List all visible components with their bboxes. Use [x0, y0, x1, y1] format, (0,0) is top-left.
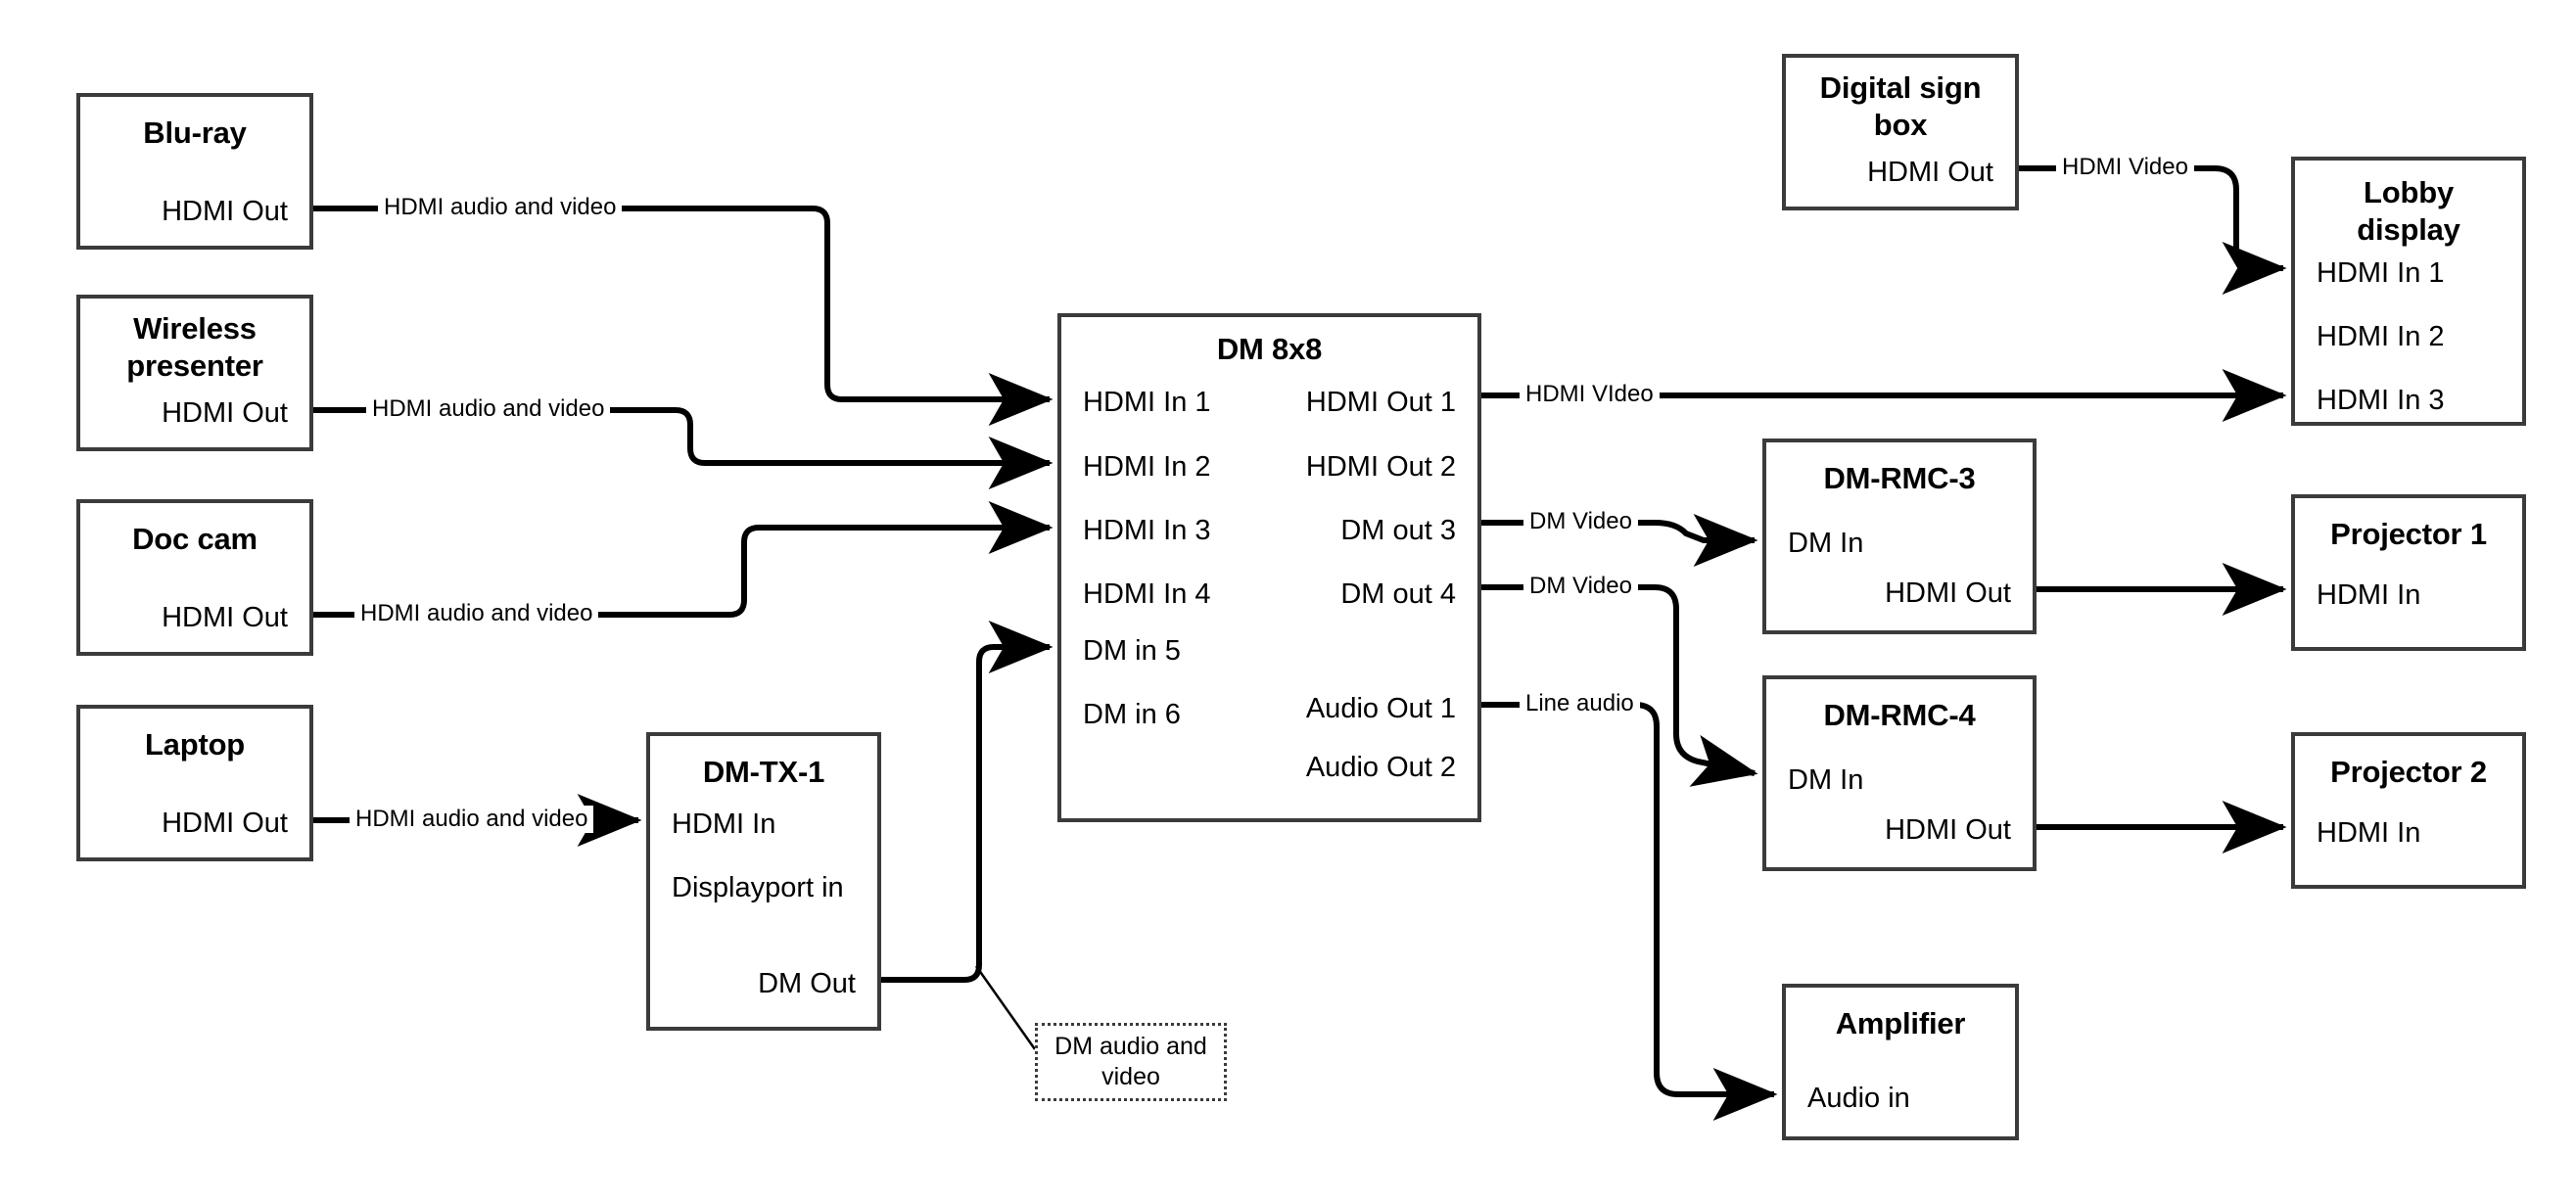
- node-lobby-display-port-hdmi-in-1[interactable]: HDMI In 1: [2317, 257, 2445, 289]
- node-digital-sign-box-title-line2: box: [1873, 108, 1928, 142]
- node-dm-8x8-output-dm-out-4[interactable]: DM out 4: [1340, 578, 1456, 610]
- edge-dm8x8-audioout1-to-amplifier: [1481, 702, 1778, 1121]
- node-dm-8x8-output-hdmi-out-2[interactable]: HDMI Out 2: [1305, 451, 1456, 483]
- node-wireless-presenter-title-line2: presenter: [126, 348, 263, 383]
- edge-dm8x8-dmout4-to-dmrmc4: [1481, 584, 1758, 787]
- node-amplifier-title: Amplifier: [1835, 1006, 1966, 1040]
- edge-doccam-to-dm8x8: [313, 501, 1054, 618]
- callout-line2: video: [1101, 1063, 1160, 1090]
- node-wireless-presenter-title-line1: Wireless: [133, 311, 257, 346]
- callout-dm-audio-and-video: DM audio and video: [1035, 1023, 1227, 1101]
- node-amplifier-port-audio-in[interactable]: Audio in: [1807, 1083, 1910, 1114]
- node-lobby-display-title-line1: Lobby: [2364, 175, 2454, 209]
- node-dm-8x8-title: DM 8x8: [1216, 332, 1323, 366]
- edge-label-dm-video-out4: DM Video: [1523, 573, 1638, 600]
- edge-label-laptop-hdmi-audio-and-video: HDMI audio and video: [350, 806, 594, 833]
- callout-leader-line: [974, 965, 1037, 1050]
- node-laptop[interactable]: Laptop HDMI Out: [76, 705, 313, 861]
- node-bluray-port-hdmi-out[interactable]: HDMI Out: [162, 196, 288, 227]
- node-dm-tx-1-port-displayport-in[interactable]: Displayport in: [672, 872, 844, 903]
- node-lobby-display[interactable]: Lobby display HDMI In 1 HDMI In 2 HDMI I…: [2291, 157, 2526, 426]
- node-projector-1[interactable]: Projector 1 HDMI In: [2291, 494, 2526, 651]
- callout-line1: DM audio and: [1054, 1033, 1207, 1060]
- node-lobby-display-port-hdmi-in-2[interactable]: HDMI In 2: [2317, 321, 2445, 352]
- edge-bluray-to-dm8x8: [313, 206, 1054, 426]
- node-dm-tx-1-title: DM-TX-1: [702, 755, 825, 789]
- node-laptop-port-hdmi-out[interactable]: HDMI Out: [162, 808, 288, 839]
- node-dm-8x8[interactable]: DM 8x8 HDMI In 1 HDMI In 2 HDMI In 3 HDM…: [1057, 313, 1481, 822]
- node-dm-8x8-input-hdmi-in-4[interactable]: HDMI In 4: [1083, 578, 1211, 610]
- edge-label-dm8x8-hdmi-video: HDMI VIdeo: [1520, 381, 1660, 408]
- node-doc-cam-port-hdmi-out[interactable]: HDMI Out: [162, 602, 288, 633]
- edge-dmtx1-to-dm8x8: [881, 621, 1054, 983]
- node-dm-rmc-3-title: DM-RMC-3: [1823, 461, 1976, 495]
- node-digital-sign-box[interactable]: Digital sign box HDMI Out: [1782, 54, 2019, 210]
- node-projector-1-port-hdmi-in[interactable]: HDMI In: [2317, 579, 2421, 611]
- node-dm-8x8-input-hdmi-in-3[interactable]: HDMI In 3: [1083, 515, 1211, 546]
- node-dm-rmc-3-port-dm-in[interactable]: DM In: [1788, 528, 1864, 559]
- node-bluray-title: Blu-ray: [143, 115, 247, 150]
- node-doc-cam-title: Doc cam: [132, 522, 258, 556]
- node-dm-rmc-4[interactable]: DM-RMC-4 DM In HDMI Out: [1762, 675, 2037, 871]
- node-amplifier[interactable]: Amplifier Audio in: [1782, 984, 2019, 1140]
- edge-label-wireless-hdmi-audio-and-video: HDMI audio and video: [366, 395, 611, 423]
- node-dm-tx-1[interactable]: DM-TX-1 HDMI In Displayport in DM Out: [646, 732, 881, 1031]
- edge-label-bluray-hdmi-audio-and-video: HDMI audio and video: [378, 194, 623, 221]
- node-dm-8x8-output-hdmi-out-1[interactable]: HDMI Out 1: [1305, 387, 1456, 418]
- node-dm-rmc-3-port-hdmi-out[interactable]: HDMI Out: [1885, 577, 2011, 609]
- node-dm-8x8-output-audio-out-1[interactable]: Audio Out 1: [1305, 693, 1456, 724]
- edge-digitalsign-to-lobby: [2019, 165, 2287, 295]
- node-laptop-title: Laptop: [144, 727, 246, 762]
- node-dm-8x8-output-audio-out-2[interactable]: Audio Out 2: [1305, 752, 1456, 783]
- node-dm-rmc-3[interactable]: DM-RMC-3 DM In HDMI Out: [1762, 439, 2037, 634]
- node-dm-rmc-4-port-hdmi-out[interactable]: HDMI Out: [1885, 814, 2011, 846]
- node-digital-sign-box-title-line1: Digital sign: [1819, 70, 1982, 105]
- node-bluray[interactable]: Blu-ray HDMI Out: [76, 93, 313, 250]
- edge-label-line-audio: Line audio: [1520, 690, 1640, 717]
- node-projector-2[interactable]: Projector 2 HDMI In: [2291, 732, 2526, 889]
- node-digital-sign-box-port-hdmi-out[interactable]: HDMI Out: [1867, 157, 1993, 188]
- node-dm-8x8-input-hdmi-in-1[interactable]: HDMI In 1: [1083, 387, 1211, 418]
- edge-label-digital-sign-hdmi-video: HDMI Video: [2056, 154, 2194, 181]
- node-doc-cam[interactable]: Doc cam HDMI Out: [76, 499, 313, 656]
- edge-label-doccam-hdmi-audio-and-video: HDMI audio and video: [354, 600, 599, 627]
- node-projector-2-port-hdmi-in[interactable]: HDMI In: [2317, 817, 2421, 849]
- node-dm-8x8-input-hdmi-in-2[interactable]: HDMI In 2: [1083, 451, 1211, 483]
- node-wireless-presenter-port-hdmi-out[interactable]: HDMI Out: [162, 397, 288, 429]
- edge-label-dm-video-out3: DM Video: [1523, 508, 1638, 535]
- node-wireless-presenter[interactable]: Wireless presenter HDMI Out: [76, 295, 313, 451]
- node-projector-1-title: Projector 1: [2330, 517, 2487, 551]
- node-dm-8x8-input-dm-in-5[interactable]: DM in 5: [1083, 635, 1181, 667]
- edge-wireless-to-dm8x8: [313, 407, 1054, 489]
- edge-dm8x8-dmout3-to-dmrmc3: [1481, 514, 1758, 567]
- node-dm-tx-1-port-dm-out[interactable]: DM Out: [758, 968, 856, 999]
- node-dm-tx-1-port-hdmi-in[interactable]: HDMI In: [672, 808, 776, 840]
- node-lobby-display-port-hdmi-in-3[interactable]: HDMI In 3: [2317, 385, 2445, 416]
- node-dm-rmc-4-title: DM-RMC-4: [1823, 698, 1976, 732]
- node-dm-8x8-input-dm-in-6[interactable]: DM in 6: [1083, 699, 1181, 730]
- node-projector-2-title: Projector 2: [2330, 755, 2487, 789]
- node-lobby-display-title-line2: display: [2357, 212, 2460, 247]
- node-dm-8x8-output-dm-out-3[interactable]: DM out 3: [1340, 515, 1456, 546]
- node-dm-rmc-4-port-dm-in[interactable]: DM In: [1788, 764, 1864, 796]
